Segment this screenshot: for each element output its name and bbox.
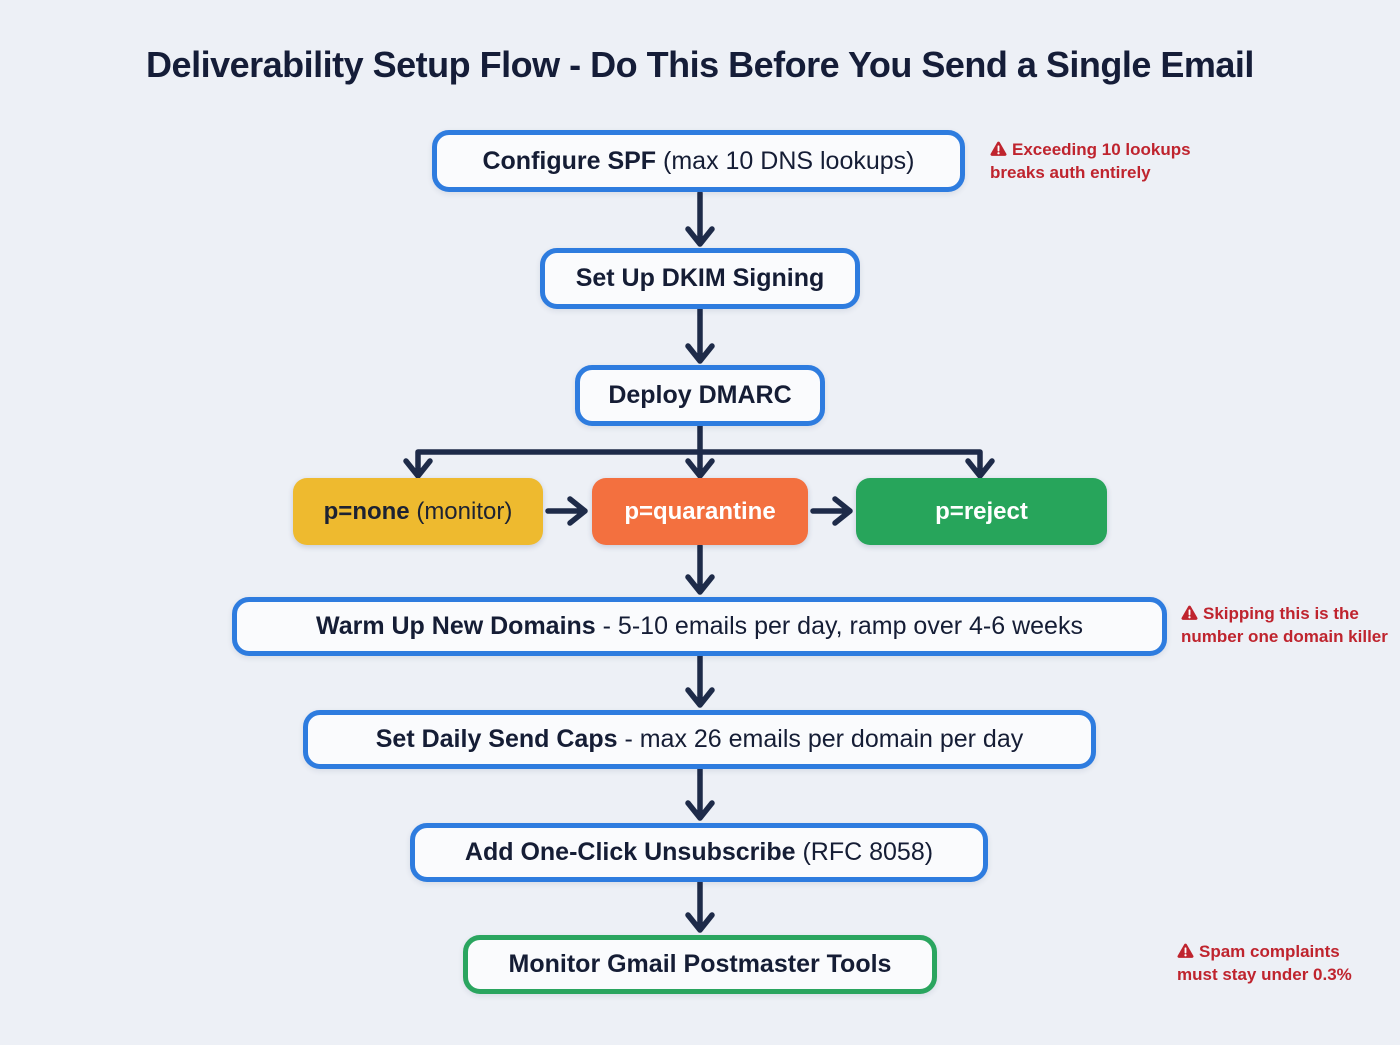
step-warm-up-domains: Warm Up New Domains - 5-10 emails per da… bbox=[232, 597, 1167, 656]
arrow-spf-to-dkim bbox=[685, 190, 715, 247]
warning-line2: number one domain killer bbox=[1181, 627, 1388, 646]
step-label: Add One-Click Unsubscribe bbox=[464, 838, 796, 866]
policy-none: p=none (monitor) bbox=[293, 478, 543, 545]
step-label: Configure SPF bbox=[482, 146, 657, 175]
warning-domain-killer: Skipping this is the number one domain ki… bbox=[1181, 603, 1400, 647]
step-dkim-signing: Set Up DKIM Signing bbox=[540, 248, 860, 309]
warning-line2: breaks auth entirely bbox=[990, 163, 1151, 182]
policy-detail: (monitor) bbox=[409, 497, 513, 525]
branch-connector bbox=[403, 423, 995, 479]
step-label: Set Daily Send Caps bbox=[375, 725, 618, 753]
warning-line2: must stay under 0.3% bbox=[1177, 965, 1352, 984]
warning-line1: Exceeding 10 lookups bbox=[1012, 140, 1191, 159]
step-label: Set Up DKIM Signing bbox=[575, 264, 825, 292]
policy-label: p=none bbox=[323, 497, 410, 525]
arrow-quarantine-to-warmup bbox=[685, 543, 715, 595]
warning-line1: Spam complaints bbox=[1199, 942, 1340, 961]
warning-spf-lookups: Exceeding 10 lookups breaks auth entirely bbox=[990, 139, 1210, 183]
warning-icon bbox=[1177, 943, 1194, 964]
step-detail: - max 26 emails per domain per day bbox=[617, 725, 1024, 753]
step-daily-send-caps: Set Daily Send Caps - max 26 emails per … bbox=[303, 710, 1096, 769]
step-label: Monitor Gmail Postmaster Tools bbox=[508, 950, 892, 978]
policy-reject: p=reject bbox=[856, 478, 1107, 545]
step-configure-spf: Configure SPF (max 10 DNS lookups) bbox=[432, 130, 965, 192]
arrow-caps-to-unsubscribe bbox=[685, 766, 715, 821]
step-monitor-postmaster: Monitor Gmail Postmaster Tools bbox=[463, 935, 937, 994]
arrow-warmup-to-caps bbox=[685, 653, 715, 708]
policy-quarantine: p=quarantine bbox=[592, 478, 808, 545]
policy-label: p=reject bbox=[935, 497, 1028, 525]
step-deploy-dmarc: Deploy DMARC bbox=[575, 365, 825, 426]
warning-spam-complaints: Spam complaints must stay under 0.3% bbox=[1177, 941, 1397, 985]
step-label: Warm Up New Domains bbox=[316, 612, 596, 640]
arrow-unsubscribe-to-monitor bbox=[685, 879, 715, 933]
step-detail: (RFC 8058) bbox=[795, 838, 934, 866]
page-title: Deliverability Setup Flow - Do This Befo… bbox=[146, 44, 1254, 85]
warning-icon bbox=[990, 141, 1007, 162]
step-detail: (max 10 DNS lookups) bbox=[656, 146, 915, 175]
step-detail: - 5-10 emails per day, ramp over 4-6 wee… bbox=[595, 612, 1083, 640]
warning-line1: Skipping this is the bbox=[1203, 604, 1359, 623]
step-one-click-unsubscribe: Add One-Click Unsubscribe (RFC 8058) bbox=[410, 823, 988, 882]
arrow-dkim-to-dmarc bbox=[685, 306, 715, 364]
step-label: Deploy DMARC bbox=[608, 381, 792, 409]
arrow-none-to-quarantine bbox=[545, 496, 588, 526]
policy-label: p=quarantine bbox=[624, 497, 776, 525]
arrow-quarantine-to-reject bbox=[810, 496, 853, 526]
warning-icon bbox=[1181, 605, 1198, 626]
